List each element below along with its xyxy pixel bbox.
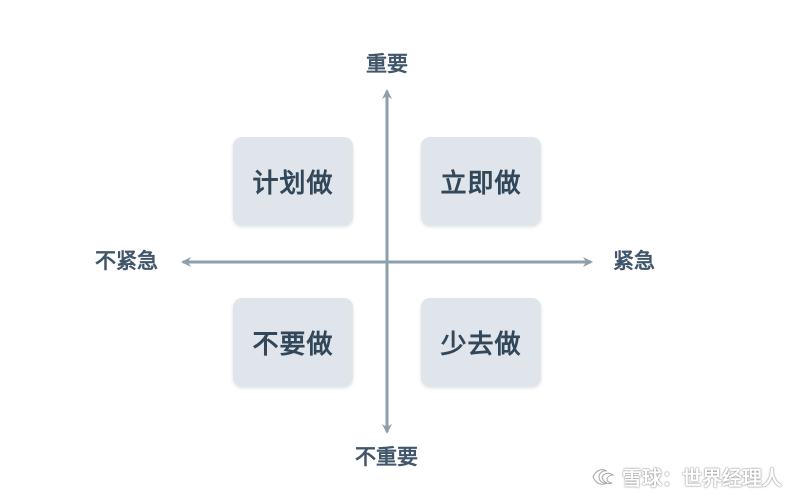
axis-label-not-urgent: 不紧急: [95, 249, 158, 273]
axis-label-not-important: 不重要: [355, 445, 418, 469]
quadrant-do-less: 少去做: [421, 298, 541, 386]
axis-label-important: 重要: [366, 52, 408, 76]
watermark-text: 雪球：世界经理人: [622, 466, 782, 490]
snowball-logo-icon: [590, 466, 616, 488]
quadrant-do-now: 立即做: [421, 137, 541, 225]
quadrant-plan: 计划做: [233, 137, 353, 225]
watermark: 雪球：世界经理人: [590, 462, 782, 491]
quadrant-dont-do: 不要做: [233, 298, 353, 386]
quadrant-dont-do-label: 不要做: [252, 329, 334, 360]
axis-label-urgent: 紧急: [613, 249, 655, 273]
quadrant-do-less-label: 少去做: [440, 329, 522, 360]
quadrant-plan-label: 计划做: [252, 168, 334, 199]
quadrant-do-now-label: 立即做: [440, 168, 522, 199]
